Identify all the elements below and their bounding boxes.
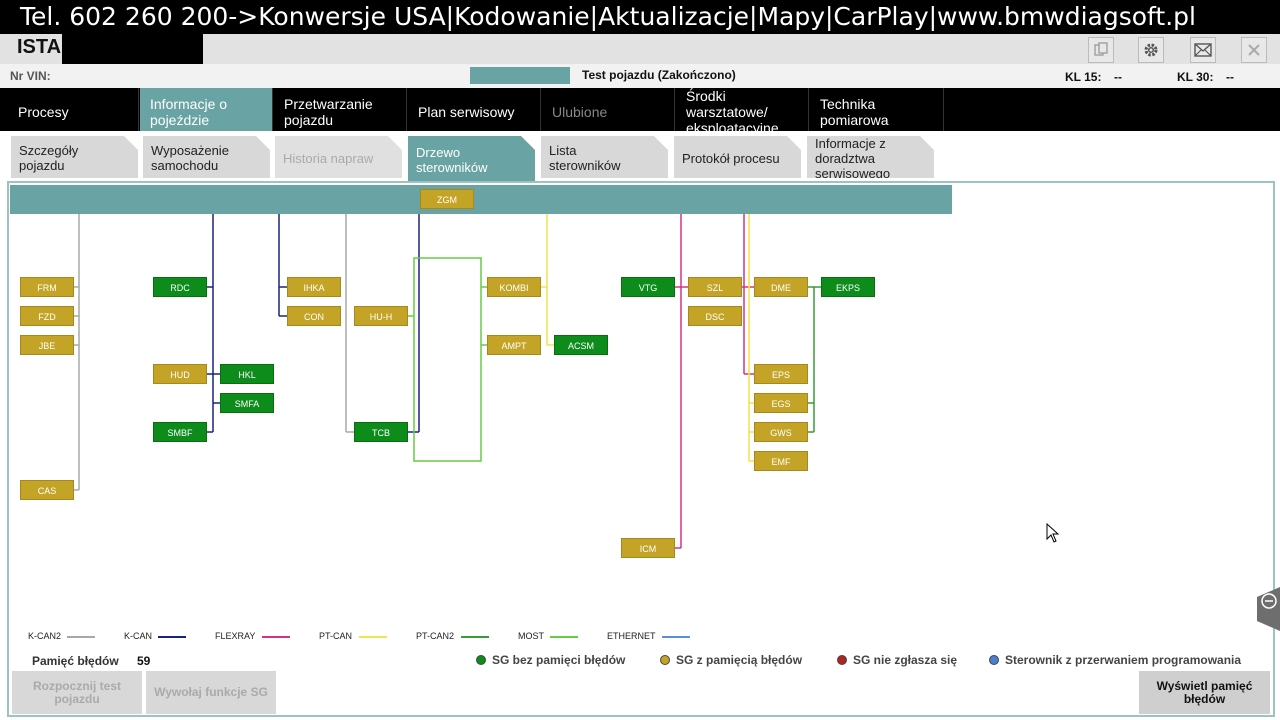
- ecu-dsc[interactable]: DSC: [688, 306, 742, 326]
- legend-ptcan-label: PT-CAN: [319, 631, 353, 641]
- kcan-lines: [207, 214, 420, 433]
- legend-kcan-label: K-CAN: [124, 631, 153, 641]
- ecu-gws[interactable]: GWS: [754, 422, 808, 442]
- ptcan-lines: [541, 214, 754, 462]
- vin-label: Nr VIN:: [10, 69, 51, 83]
- legend-flexray-label: FLEXRAY: [215, 631, 256, 641]
- tab-ulubione[interactable]: Ulubione: [542, 88, 675, 131]
- test-status: Test pojazdu (Zakończono): [582, 68, 736, 82]
- ecu-jbe[interactable]: JBE: [20, 335, 74, 355]
- mouse-cursor-icon: [1046, 523, 1060, 543]
- kl15-label: KL 15:: [1065, 70, 1102, 84]
- blue-dot-icon: [989, 655, 999, 665]
- ptcan2-lines: [808, 286, 821, 433]
- legend-kcan-line: [158, 636, 186, 638]
- ecu-eps[interactable]: EPS: [754, 364, 808, 384]
- ecu-ihka[interactable]: IHKA: [287, 277, 341, 297]
- legend-flexray-line: [262, 636, 290, 638]
- call-sg-functions-button[interactable]: Wywołaj funkcje SG: [146, 671, 276, 714]
- legend-ptcan2-line: [461, 636, 489, 638]
- subtab-drzewo-sterownikow[interactable]: Drzewo sterowników: [408, 136, 535, 182]
- ecu-rdc[interactable]: RDC: [153, 277, 207, 297]
- ecu-dme[interactable]: DME: [754, 277, 808, 297]
- ecu-emf[interactable]: EMF: [754, 451, 808, 471]
- legend-kcan2-line: [67, 636, 95, 638]
- ecu-hkl[interactable]: HKL: [220, 364, 274, 384]
- info-bar: [0, 64, 1280, 88]
- ecu-con[interactable]: CON: [287, 306, 341, 326]
- mail-icon[interactable]: [1190, 37, 1216, 63]
- legend-most-line: [550, 636, 578, 638]
- status-programming-aborted-label: Sterownik z przerwaniem programowania: [1005, 653, 1242, 667]
- show-fault-memory-button[interactable]: Wyświetl pamięć błędów: [1139, 671, 1270, 714]
- subtab-protokol-procesu[interactable]: Protokół procesu: [674, 136, 801, 178]
- status-no-faults-label: SG bez pamięci błędów: [492, 653, 626, 667]
- ecu-smbf[interactable]: SMBF: [153, 422, 207, 442]
- close-icon[interactable]: [1241, 37, 1267, 63]
- tab-technika-pomiarowa[interactable]: Technika pomiarowa: [810, 88, 944, 131]
- ecu-zgm[interactable]: ZGM: [420, 189, 474, 209]
- ecu-acsm[interactable]: ACSM: [554, 335, 608, 355]
- subtab-wyposazenie-samochodu[interactable]: Wyposażenie samochodu: [143, 136, 270, 178]
- status-not-responding-label: SG nie zgłasza się: [853, 653, 958, 667]
- progress-bar: [470, 67, 570, 84]
- gateway-bar: [10, 185, 952, 214]
- gear-icon[interactable]: [1138, 37, 1164, 63]
- flexray-lines: [675, 214, 754, 549]
- status-with-faults-label: SG z pamięcią błędów: [676, 653, 803, 667]
- clipboard-icon[interactable]: [1088, 37, 1114, 63]
- start-test-button[interactable]: Rozpocznij test pojazdu: [12, 671, 142, 714]
- ecu-ekps[interactable]: EKPS: [821, 277, 875, 297]
- kcan2-lines: [73, 214, 354, 491]
- status-not-responding: SG nie zgłasza się: [837, 653, 957, 667]
- ecu-fzd[interactable]: FZD: [20, 306, 74, 326]
- fault-memory-count: 59: [137, 654, 151, 668]
- tab-przetwarzanie-pojazdu[interactable]: Przetwarzanie pojazdu: [274, 88, 407, 131]
- status-no-faults: SG bez pamięci błędów: [476, 653, 625, 667]
- tab-procesy[interactable]: Procesy: [0, 88, 139, 131]
- ecu-frm[interactable]: FRM: [20, 277, 74, 297]
- ecu-kombi[interactable]: KOMBI: [487, 277, 541, 297]
- kl30-label: KL 30:: [1177, 70, 1214, 84]
- ecu-egs[interactable]: EGS: [754, 393, 808, 413]
- tab-srodki-warsztatowe[interactable]: Środki warsztatowe/ eksploatacyjne: [676, 88, 809, 131]
- ecu-cas[interactable]: CAS: [20, 480, 74, 500]
- tab-informacje-o-pojezdzie[interactable]: Informacje o pojeździe: [140, 88, 273, 131]
- legend-ethernet-label: ETHERNET: [607, 631, 656, 641]
- ecu-szl[interactable]: SZL: [688, 277, 742, 297]
- legend-ptcan2-label: PT-CAN2: [416, 631, 455, 641]
- ad-banner: Tel. 602 260 200->Konwersje USA|Kodowani…: [0, 0, 1280, 34]
- kl30-value: --: [1226, 70, 1234, 84]
- green-dot-icon: [476, 655, 486, 665]
- subtab-szczegoly-pojazdu[interactable]: Szczegóły pojazdu: [11, 136, 138, 178]
- subtab-informacje-z-doradztwa[interactable]: Informacje z doradztwa serwisowego: [807, 136, 934, 178]
- title-bar: [0, 34, 1280, 64]
- ecu-hud[interactable]: HUD: [153, 364, 207, 384]
- ecu-tree-panel: [7, 181, 1275, 717]
- legend-kcan2-label: K-CAN2: [28, 631, 62, 641]
- ecu-ampt[interactable]: AMPT: [487, 335, 541, 355]
- ecu-vtg[interactable]: VTG: [621, 277, 675, 297]
- arrows-icon: [1257, 587, 1280, 631]
- red-dot-icon: [837, 655, 847, 665]
- subtab-lista-sterownikow[interactable]: Lista sterowników: [541, 136, 668, 178]
- kl15-value: --: [1114, 70, 1122, 84]
- most-lines: [408, 257, 487, 462]
- legend-most-label: MOST: [518, 631, 544, 641]
- ecu-hu-h[interactable]: HU-H: [354, 306, 408, 326]
- legend-ethernet-line: [662, 636, 690, 638]
- ecu-icm[interactable]: ICM: [621, 538, 675, 558]
- side-panel-handle[interactable]: [1257, 587, 1280, 631]
- subtab-historia-napraw[interactable]: Historia napraw: [275, 136, 402, 178]
- legend-ptcan-line: [359, 636, 387, 638]
- app-title: ISTA: [17, 36, 62, 58]
- ecu-tcb[interactable]: TCB: [354, 422, 408, 442]
- yellow-dot-icon: [660, 655, 670, 665]
- status-with-faults: SG z pamięcią błędów: [660, 653, 802, 667]
- fault-memory-label: Pamięć błędów: [32, 654, 119, 668]
- ecu-smfa[interactable]: SMFA: [220, 393, 274, 413]
- tab-plan-serwisowy[interactable]: Plan serwisowy: [408, 88, 541, 131]
- status-programming-aborted: Sterownik z przerwaniem programowania: [989, 653, 1241, 667]
